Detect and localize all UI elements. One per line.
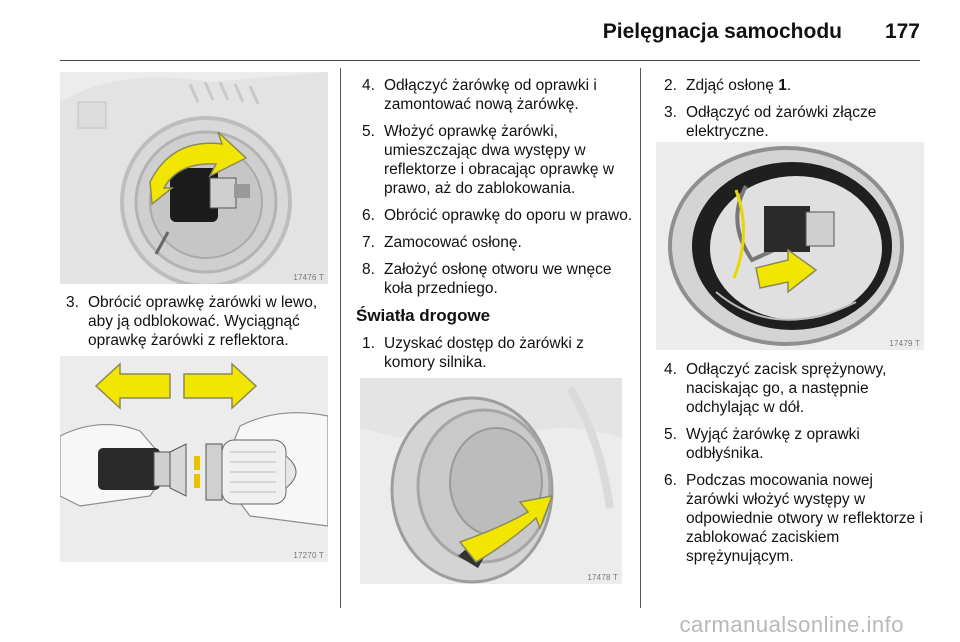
component-reference: 1 bbox=[778, 77, 787, 94]
column-divider-2 bbox=[640, 68, 641, 608]
step-text: Odłączyć zacisk sprężynowy, naciskając g… bbox=[686, 361, 887, 416]
instruction-step: 1. Uzyskać dostęp do żarówki z komory sil… bbox=[362, 334, 634, 372]
figure-headlamp-connector: 17479 T bbox=[656, 142, 924, 350]
step-text: Zamocować osłonę. bbox=[384, 234, 522, 251]
instruction-step: 2. Zdjąć osłonę 1. bbox=[664, 76, 926, 95]
step-number: 2. bbox=[664, 77, 677, 94]
figure-engine-bay-cover: 17478 T bbox=[360, 378, 622, 584]
step-text-suffix: . bbox=[786, 77, 792, 94]
step-number: 4. bbox=[362, 77, 375, 94]
left-column-text: 3. Obrócić oprawkę żarówki w lewo, aby j… bbox=[66, 293, 334, 358]
header-rule bbox=[60, 60, 920, 61]
step-number: 5. bbox=[664, 426, 677, 443]
step-text: Obrócić oprawkę do oporu w prawo. bbox=[384, 207, 633, 224]
step-text: Odłączyć żarówkę od oprawki i zamontować… bbox=[384, 77, 597, 113]
step-number: 5. bbox=[362, 123, 375, 140]
instruction-step: 5. Wyjąć żarówkę z oprawki odbłyśnika. bbox=[664, 425, 926, 463]
step-number: 4. bbox=[664, 361, 677, 378]
figure-code: 17478 T bbox=[587, 573, 618, 582]
step-text: Podczas mocowania nowej żarówki włożyć w… bbox=[686, 472, 923, 565]
step-text: Wyjąć żarówkę z oprawki odbłyśnika. bbox=[686, 426, 860, 462]
page-header: Pielęgnacja samochodu 177 bbox=[0, 0, 960, 61]
instruction-step: 4. Odłączyć żarówkę od oprawki i zamontow… bbox=[362, 76, 634, 114]
step-number: 8. bbox=[362, 261, 375, 278]
instruction-step: 3. Obrócić oprawkę żarówki w lewo, aby j… bbox=[66, 293, 334, 350]
instruction-step: 8. Założyć osłonę otworu we wnęce koła pr… bbox=[362, 260, 634, 298]
column-divider-1 bbox=[340, 68, 341, 608]
step-number: 3. bbox=[664, 104, 677, 121]
right-column-text-top: 2. Zdjąć osłonę 1. 3. Odłączyć od żarówki … bbox=[664, 76, 926, 149]
instruction-step: 3. Odłączyć od żarówki złącze elektryczne… bbox=[664, 103, 926, 141]
figure-headlamp-bulb-holder: 17476 T bbox=[60, 72, 328, 284]
instruction-step: 6. Obrócić oprawkę do oporu w prawo. bbox=[362, 206, 634, 225]
step-text: Uzyskać dostęp do żarówki z komory silni… bbox=[384, 335, 584, 371]
step-number: 6. bbox=[664, 472, 677, 489]
middle-column-text: 4. Odłączyć żarówkę od oprawki i zamontow… bbox=[356, 76, 634, 380]
step-number: 3. bbox=[66, 294, 79, 311]
step-text: Obrócić oprawkę żarówki w lewo, aby ją o… bbox=[88, 294, 318, 349]
instruction-step: 4. Odłączyć zacisk sprężynowy, naciskając… bbox=[664, 360, 926, 417]
chapter-title: Pielęgnacja samochodu bbox=[602, 20, 842, 43]
step-text: Zdjąć osłonę bbox=[686, 77, 774, 94]
step-text: Odłączyć od żarówki złącze elektryczne. bbox=[686, 104, 877, 140]
instruction-step: 6. Podczas mocowania nowej żarówki włożyć… bbox=[664, 471, 926, 566]
instruction-step: 5. Włożyć oprawkę żarówki, umieszczając d… bbox=[362, 122, 634, 198]
step-text: Założyć osłonę otworu we wnęce koła prze… bbox=[384, 261, 612, 297]
step-number: 6. bbox=[362, 207, 375, 224]
figure-bulb-removal: 17270 T bbox=[60, 356, 328, 562]
step-number: 7. bbox=[362, 234, 375, 251]
section-heading: Światła drogowe bbox=[356, 306, 491, 325]
page-number: 177 bbox=[884, 20, 920, 43]
right-column-text-bottom: 4. Odłączyć zacisk sprężynowy, naciskając… bbox=[664, 360, 926, 574]
figure-code: 17476 T bbox=[293, 273, 324, 282]
instruction-step: 7. Zamocować osłonę. bbox=[362, 233, 634, 252]
step-text: Włożyć oprawkę żarówki, umieszczając dwa… bbox=[384, 123, 615, 197]
figure-code: 17270 T bbox=[293, 551, 324, 560]
watermark: carmanualsonline.info bbox=[679, 612, 904, 637]
figure-code: 17479 T bbox=[889, 339, 920, 348]
step-number: 1. bbox=[362, 335, 375, 352]
